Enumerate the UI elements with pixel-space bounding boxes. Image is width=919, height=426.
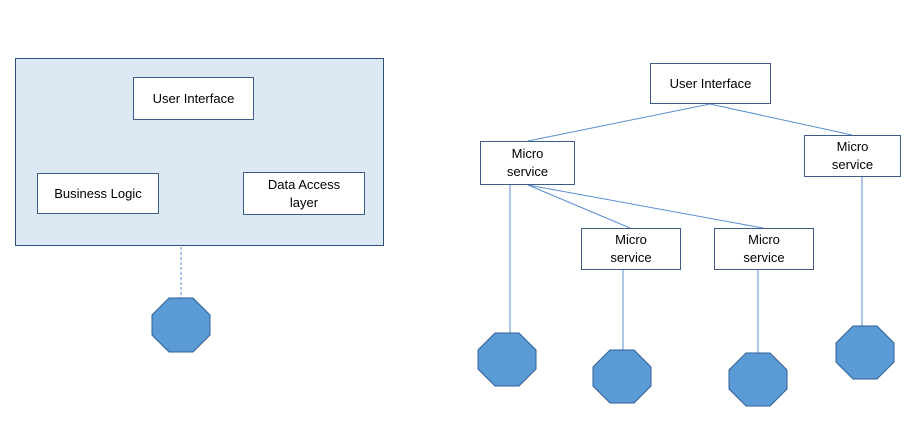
database-icon <box>728 352 788 407</box>
monolith-data-access-label: Data Access layer <box>267 176 341 210</box>
monolith-user-interface-label: User Interface <box>152 90 235 106</box>
monolith-data-access-box: Data Access layer <box>243 172 365 215</box>
monolith-user-interface-box: User Interface <box>133 77 254 120</box>
service-1-to-service-3-line <box>527 184 764 229</box>
microservice-box-2: Micro service <box>581 228 681 270</box>
microservice-label: Micro service <box>610 232 652 265</box>
database-icon <box>592 349 652 404</box>
database-icon <box>835 325 895 380</box>
microservice-box-4: Micro service <box>804 135 901 177</box>
microservice-box-3: Micro service <box>714 228 814 270</box>
microservices-user-interface-label: User Interface <box>669 75 752 91</box>
database-icon <box>151 297 211 353</box>
microservice-box-1: Micro service <box>480 141 575 185</box>
microservice-label: Micro service <box>506 146 549 179</box>
service-1-to-service-2-line <box>527 184 631 229</box>
microservices-user-interface-box: User Interface <box>650 63 771 104</box>
monolith-business-logic-label: Business Logic <box>54 185 142 201</box>
microservice-label: Micro service <box>831 139 874 172</box>
database-icon <box>477 332 537 387</box>
ui-to-service-1-line <box>527 103 711 142</box>
microservice-label: Micro service <box>743 232 785 265</box>
monolith-business-logic-box: Business Logic <box>37 173 159 214</box>
ui-to-service-4-line <box>709 103 853 136</box>
